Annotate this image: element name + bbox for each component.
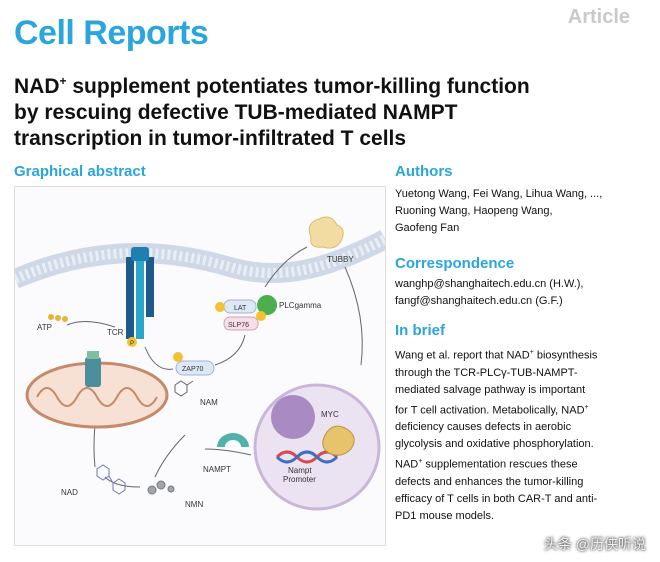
label-nmn: NMN (185, 500, 203, 509)
label-zap70: ZAP70 (182, 366, 204, 373)
phospho-p-zap70 (173, 352, 183, 362)
phospho-p-lat (215, 302, 225, 312)
authors-line1: Yuetong Wang, Fei Wang, Lihua Wang, ..., (395, 188, 603, 200)
in-brief-line7: NAD+ supplementation rescues these (395, 458, 578, 471)
nucleus-icon (271, 395, 315, 439)
label-nad: NAD (61, 488, 78, 497)
label-nampt: NAMPT (203, 465, 231, 474)
correspondence-emails: wanghp@shanghaitech.edu.cn (H.W.), fangf… (395, 276, 584, 310)
correspondence-heading: Correspondence (395, 255, 515, 272)
graphical-abstract-heading: Graphical abstract (14, 163, 146, 180)
nad-molecule-icon (96, 464, 126, 495)
label-myc: MYC (321, 410, 339, 419)
article-title: NAD+ supplement potentiates tumor-killin… (14, 68, 649, 152)
in-brief-line4: for T cell activation. Metabolically, NA… (395, 403, 589, 417)
label-plcgamma: PLCgamma (279, 301, 322, 310)
cell-membrane-inner (13, 234, 388, 284)
tcr-receptor-icon (126, 247, 154, 339)
in-brief-line5: deficiency causes defects in aerobic (395, 421, 572, 434)
label-lat: LAT (234, 305, 247, 312)
pathway-arrows (66, 246, 363, 488)
journal-logo: Cell Reports (14, 14, 209, 52)
in-brief-line8: defects and enhances the tumor-killing (395, 475, 584, 488)
nampt-enzyme-icon (217, 433, 249, 447)
title-line1-start: NAD (14, 75, 60, 98)
in-brief-line3: mediated salvage pathway is important (395, 383, 586, 396)
in-brief-line1: Wang et al. report that NAD+ biosynthesi… (395, 349, 598, 362)
label-atp: ATP (37, 323, 52, 332)
title-line2: by rescuing defective TUB-mediated NAMPT (14, 101, 458, 124)
correspondence-email-1[interactable]: wanghp@shanghaitech.edu.cn (H.W.), (395, 278, 584, 290)
atp-molecule-icon (48, 314, 68, 322)
plcgamma-icon (257, 295, 278, 315)
mitochondrion-cristae (36, 387, 158, 407)
slp76-box (223, 316, 259, 331)
in-brief-text: Wang et al. report that NAD+ biosynthesi… (395, 344, 597, 525)
watermark: 头条 @历侠听说 (543, 536, 646, 552)
tumor-cell-icon (253, 383, 381, 511)
label-nampt-promoter-1: Nampt (288, 466, 312, 475)
in-brief-heading: In brief (395, 322, 446, 339)
nmn-molecule-icon (147, 480, 175, 495)
phospho-p-plc (256, 311, 266, 321)
title-superscript: + (59, 74, 67, 88)
authors-line3: Gaofeng Fan (395, 222, 460, 234)
label-p-tcr: P (130, 341, 134, 347)
article-type-label: Article (567, 6, 630, 28)
authors-line2: Ruoning Wang, Haopeng Wang, (395, 205, 553, 217)
in-brief-line10: PD1 mouse models. (395, 509, 495, 522)
graphical-abstract-figure: TCR P ZAP70 LAT SLP76 PLCgamma TUBBY (11, 186, 390, 546)
correspondence-email-2[interactable]: fangf@shanghaitech.edu.cn (G.F.) (395, 295, 563, 307)
authors-heading: Authors (395, 163, 453, 180)
label-slp76: SLP76 (228, 322, 249, 329)
authors-list: Yuetong Wang, Fei Wang, Lihua Wang, ...,… (395, 186, 602, 237)
transcription-factor-icon (322, 425, 355, 456)
dna-helix-icon-2 (275, 450, 339, 464)
in-brief-line2: through the TCR-PLCγ-TUB-NAMPT- (395, 366, 578, 379)
tubby-icon (308, 216, 344, 249)
label-nampt-promoter-2: Promoter (283, 475, 316, 484)
graphical-abstract-svg: TCR P ZAP70 LAT SLP76 PLCgamma TUBBY (11, 216, 390, 511)
atp-synthase-icon (85, 351, 101, 387)
in-brief-line6: glycolysis and oxidative phosphorylation… (395, 438, 594, 451)
label-nam: NAM (200, 398, 218, 407)
title-line1-end: supplement potentiates tumor-killing fun… (66, 75, 530, 98)
phospho-p-tcr (127, 337, 137, 347)
title-line3: transcription in tumor-infiltrated T cel… (14, 127, 407, 150)
label-tcr: TCR (107, 328, 124, 337)
label-tubby: TUBBY (327, 255, 354, 264)
zap70-box (175, 360, 215, 376)
in-brief-line9: efficacy of T cells in both CAR-T and an… (395, 492, 598, 505)
nam-molecule-icon (174, 380, 194, 397)
